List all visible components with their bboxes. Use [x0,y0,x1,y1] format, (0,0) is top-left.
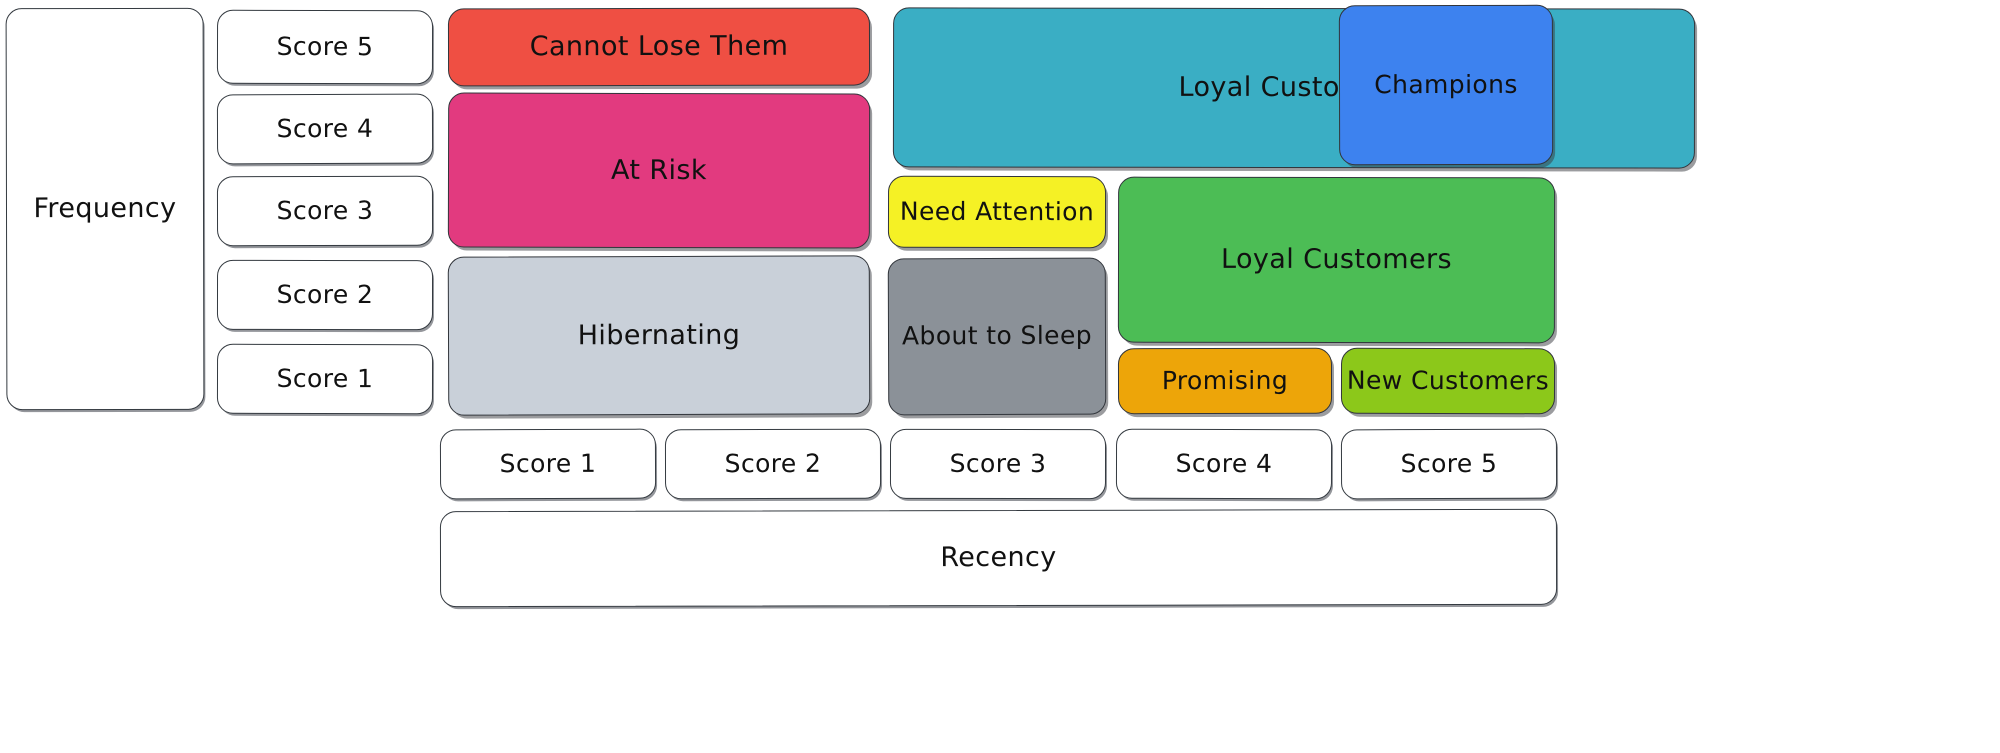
recency-score-5[interactable]: Score 5 [1340,428,1558,500]
frequency-score-1-label: Score 1 [276,363,374,393]
recency-score-4[interactable]: Score 4 [1115,428,1333,500]
segment-new-customers-label: New Customers [1346,365,1550,395]
segment-champions-label: Champions [1374,69,1518,99]
segment-at-risk-label: At Risk [610,154,708,187]
segment-cannot-lose-them[interactable]: Cannot Lose Them [447,7,871,87]
recency-axis-label: Recency [439,508,1558,608]
recency-score-3-label: Score 3 [949,448,1047,478]
segment-need-attention[interactable]: Need Attention [887,175,1107,249]
segment-need-attention-label: Need Attention [899,196,1095,226]
segment-about-to-sleep[interactable]: About to Sleep [887,257,1107,416]
recency-axis-label-text: Recency [940,542,1057,574]
recency-score-3[interactable]: Score 3 [889,428,1107,500]
segment-new-customers[interactable]: New Customers [1340,347,1556,415]
frequency-score-3[interactable]: Score 3 [216,175,434,247]
segment-about-to-sleep-label: About to Sleep [901,320,1093,351]
recency-score-5-label: Score 5 [1400,448,1498,478]
segment-loyal-customers-green[interactable]: Loyal Customers [1117,176,1556,344]
segment-promising-label: Promising [1161,365,1289,395]
segment-loyal-customers-green-label: Loyal Customers [1221,244,1452,276]
recency-score-1[interactable]: Score 1 [439,428,657,500]
frequency-score-5[interactable]: Score 5 [216,9,434,85]
segment-hibernating-label: Hibernating [577,319,741,352]
segment-champions[interactable]: Champions [1338,4,1554,166]
recency-score-2-label: Score 2 [724,448,822,478]
frequency-score-4-label: Score 4 [276,113,374,143]
frequency-score-4[interactable]: Score 4 [216,93,434,165]
frequency-axis-label: Frequency [5,7,205,411]
recency-score-4-label: Score 4 [1175,448,1273,478]
frequency-score-3-label: Score 3 [276,195,374,225]
frequency-score-1[interactable]: Score 1 [216,343,434,415]
frequency-score-2-label: Score 2 [276,279,374,309]
recency-score-1-label: Score 1 [499,448,597,478]
frequency-score-2[interactable]: Score 2 [216,259,434,331]
segment-cannot-lose-them-label: Cannot Lose Them [529,31,789,63]
segment-hibernating[interactable]: Hibernating [447,255,871,416]
frequency-score-5-label: Score 5 [276,31,374,61]
recency-score-2[interactable]: Score 2 [664,428,882,500]
segment-at-risk[interactable]: At Risk [447,92,871,249]
segment-promising[interactable]: Promising [1117,347,1333,415]
segment-loyal-customers-teal[interactable]: Loyal Customers [892,7,1696,169]
frequency-axis-label-text: Frequency [33,193,177,225]
